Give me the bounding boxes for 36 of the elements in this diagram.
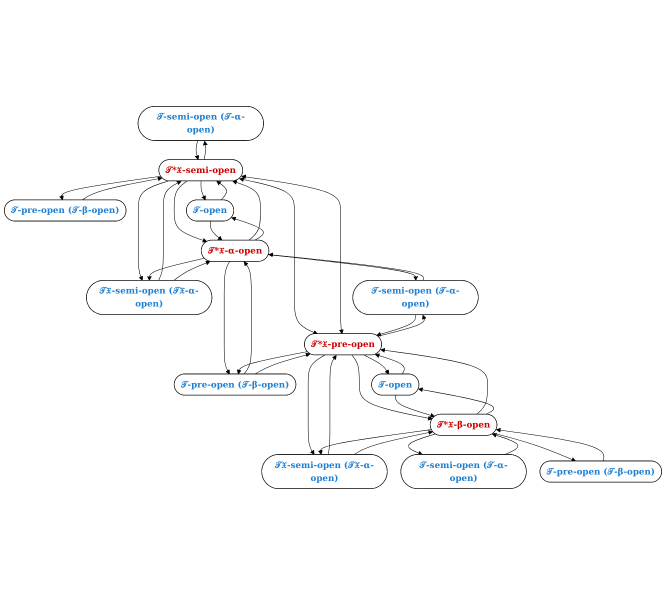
arrow: [173, 260, 210, 281]
arrow: [492, 433, 518, 455]
arrow: [59, 176, 162, 200]
arrow: [493, 432, 576, 462]
arrow: [202, 140, 208, 160]
arrow: [318, 429, 432, 455]
arrow: [364, 354, 390, 374]
arrow: [174, 180, 208, 243]
arrow: [308, 354, 326, 455]
arrow: [254, 352, 310, 374]
arrow: [216, 180, 227, 200]
arrow: [380, 348, 488, 415]
arrow: [418, 387, 494, 415]
arrow: [374, 353, 405, 374]
arrow: [82, 176, 162, 200]
arrow: [408, 434, 436, 456]
arrow: [328, 354, 337, 455]
arrow: [244, 261, 252, 374]
arrow: [232, 180, 261, 241]
arrow: [378, 314, 427, 336]
arrow: [146, 258, 205, 281]
arrow: [354, 430, 434, 455]
arrow: [158, 180, 182, 281]
arrow: [231, 216, 264, 241]
arrow: [352, 354, 433, 420]
arrow: [224, 261, 230, 374]
arrow: [496, 428, 604, 462]
arrow: [210, 221, 222, 241]
arrow: [200, 180, 206, 200]
arrow: [376, 314, 416, 336]
arrow: [138, 180, 169, 281]
arrow: [236, 351, 308, 374]
arrow: [395, 395, 436, 418]
arrow: [239, 177, 318, 334]
arrow: [241, 174, 344, 334]
arrow: [194, 140, 200, 160]
